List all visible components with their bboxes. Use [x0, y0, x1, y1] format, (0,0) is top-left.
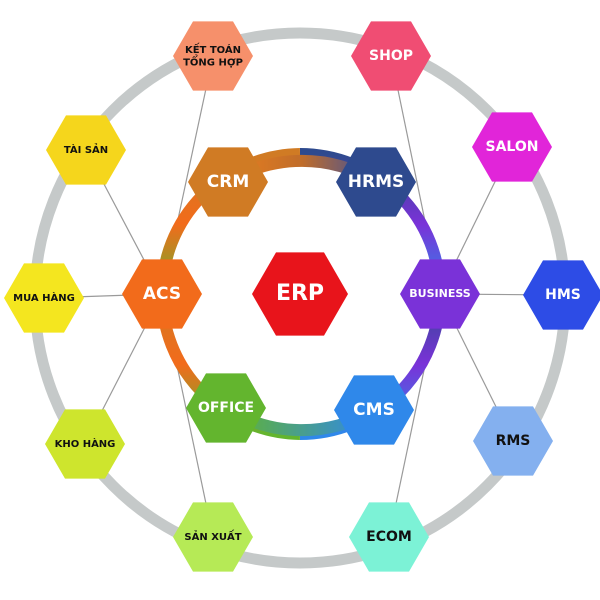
node-ecom-label: ECOM: [366, 529, 412, 545]
node-cms[interactable]: CMS: [334, 375, 414, 445]
node-san-xuat-hexagon: [173, 502, 253, 572]
node-office[interactable]: OFFICE: [186, 373, 266, 443]
node-hms[interactable]: HMS: [523, 260, 600, 330]
node-salon-hexagon: [472, 112, 552, 182]
node-mua-hang-hexagon: [4, 263, 84, 333]
node-kho-hang-hexagon: [45, 409, 125, 479]
node-business-hexagon: [400, 259, 480, 329]
node-shop[interactable]: SHOP: [351, 21, 431, 91]
node-ecom-hexagon: [349, 502, 429, 572]
node-shop-hexagon: [351, 21, 431, 91]
node-cms-hexagon: [334, 375, 414, 445]
node-hms-hexagon: [523, 260, 600, 330]
node-erp-hexagon: [252, 252, 348, 336]
node-tai-san[interactable]: TÀI SẢN: [46, 115, 126, 185]
node-rms[interactable]: RMS: [473, 406, 553, 476]
node-erp[interactable]: ERP: [252, 252, 348, 336]
node-kho-hang-label: KHO HÀNG: [55, 437, 116, 450]
node-acs-hexagon: [122, 259, 202, 329]
node-salon-label: SALON: [486, 139, 539, 155]
node-cms-label: CMS: [353, 400, 395, 420]
node-acs-label: ACS: [143, 284, 181, 304]
node-san-xuat[interactable]: SẢN XUẤT: [173, 502, 253, 572]
node-shop-label: SHOP: [369, 48, 413, 64]
node-rms-label: RMS: [496, 433, 531, 449]
node-hrms[interactable]: HRMS: [336, 147, 416, 217]
node-crm-label: CRM: [207, 172, 249, 192]
node-business-label: BUSINESS: [409, 287, 470, 300]
node-ket-toan-hexagon: [173, 21, 253, 91]
node-hrms-label: HRMS: [348, 172, 404, 192]
node-salon[interactable]: SALON: [472, 112, 552, 182]
node-hrms-hexagon: [336, 147, 416, 217]
node-mua-hang-label: MUA HÀNG: [13, 291, 75, 304]
node-ket-toan-label: TỔNG HỢP: [183, 53, 243, 68]
node-tai-san-label: TÀI SẢN: [64, 142, 108, 156]
node-rms-hexagon: [473, 406, 553, 476]
node-erp-label: ERP: [276, 281, 324, 306]
node-office-label: OFFICE: [198, 400, 254, 416]
node-ket-toan-label: KẾT TOÁN: [185, 41, 241, 56]
node-tai-san-hexagon: [46, 115, 126, 185]
node-hms-label: HMS: [545, 287, 581, 303]
node-ecom[interactable]: ECOM: [349, 502, 429, 572]
node-kho-hang[interactable]: KHO HÀNG: [45, 409, 125, 479]
node-crm-hexagon: [188, 147, 268, 217]
node-office-hexagon: [186, 373, 266, 443]
node-acs[interactable]: ACS: [122, 259, 202, 329]
node-business[interactable]: BUSINESS: [400, 259, 480, 329]
node-crm[interactable]: CRM: [188, 147, 268, 217]
node-mua-hang[interactable]: MUA HÀNG: [4, 263, 84, 333]
node-san-xuat-label: SẢN XUẤT: [184, 528, 241, 543]
